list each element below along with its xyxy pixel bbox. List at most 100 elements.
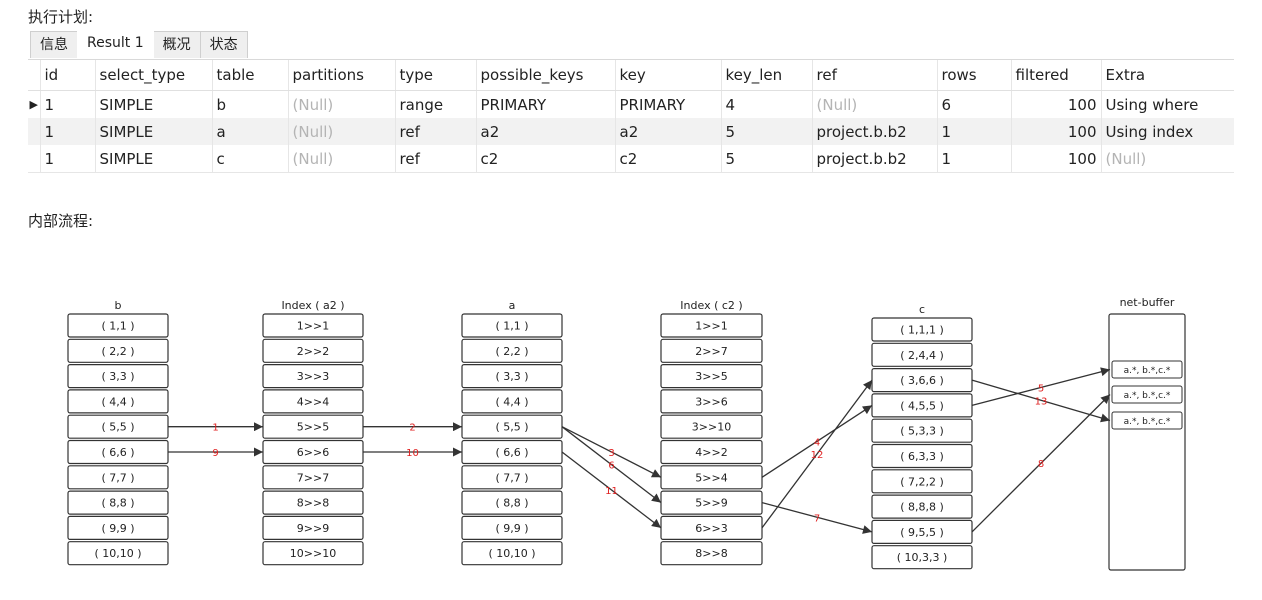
table-cell[interactable]: (Null) bbox=[1100, 145, 1234, 172]
table-cell[interactable]: (Null) bbox=[811, 90, 937, 118]
table-cell[interactable]: b bbox=[211, 90, 288, 118]
table-b-column: b( 1,1 )( 2,2 )( 3,3 )( 4,4 )( 5,5 )( 6,… bbox=[67, 299, 169, 566]
table-b-cell-text: ( 1,1 ) bbox=[101, 320, 134, 333]
table-row[interactable]: 1 SIMPLE a (Null) ref a2 a2 5 project.b.… bbox=[28, 118, 1234, 145]
index-c2-cell-text: 6>>3 bbox=[695, 522, 727, 535]
table-cell[interactable]: SIMPLE bbox=[94, 118, 212, 145]
table-cell[interactable]: (Null) bbox=[287, 90, 395, 118]
index-a2-cell-box bbox=[262, 313, 364, 338]
column-header-extra[interactable]: Extra bbox=[1100, 60, 1234, 91]
column-header-filtered[interactable]: filtered bbox=[1010, 60, 1101, 91]
index-c2-cell-text: 1>>1 bbox=[695, 320, 727, 333]
index-a2-cell-box bbox=[262, 541, 364, 566]
flow-step-label: 13 bbox=[1035, 396, 1048, 407]
column-header-partitions[interactable]: partitions bbox=[287, 60, 395, 91]
table-cell[interactable]: project.b.b2 bbox=[811, 118, 937, 145]
table-cell[interactable]: Using index bbox=[1100, 118, 1234, 145]
table-a-cell-text: ( 2,2 ) bbox=[495, 345, 528, 358]
table-cell[interactable]: a2 bbox=[614, 118, 721, 145]
flow-arrow: 1 bbox=[168, 422, 263, 434]
index-c2-column: Index ( c2 )1>>12>>73>>53>>63>>104>>25>>… bbox=[660, 299, 763, 566]
table-cell[interactable]: 100 bbox=[1010, 145, 1101, 172]
table-cell[interactable]: ref bbox=[394, 118, 476, 145]
index-a2-cell-text: 8>>8 bbox=[297, 497, 329, 510]
table-cell[interactable]: range bbox=[394, 90, 476, 118]
table-row[interactable]: ▶ 1 SIMPLE b (Null) range PRIMARY PRIMAR… bbox=[28, 90, 1234, 118]
flow-step-label: 6 bbox=[608, 461, 614, 472]
flow-step-label: 4 bbox=[814, 437, 820, 448]
table-cell[interactable]: 1 bbox=[39, 145, 95, 172]
tab-result-1[interactable]: Result 1 bbox=[77, 28, 154, 59]
table-cell[interactable]: 1 bbox=[39, 118, 95, 145]
table-cell[interactable]: 5 bbox=[720, 145, 812, 172]
table-a-title: a bbox=[509, 299, 516, 312]
flow-arrow: 12 bbox=[761, 379, 873, 529]
column-header-key-len[interactable]: key_len bbox=[720, 60, 812, 91]
index-c2-cell-text: 5>>4 bbox=[695, 471, 727, 484]
flow-arrow: 6 bbox=[561, 426, 662, 504]
table-cell[interactable]: 100 bbox=[1010, 118, 1101, 145]
flow-step-label: 7 bbox=[814, 513, 820, 524]
table-c-cell-text: ( 9,5,5 ) bbox=[900, 526, 944, 539]
table-cell[interactable]: (Null) bbox=[287, 118, 395, 145]
table-cell[interactable]: SIMPLE bbox=[94, 145, 212, 172]
column-header-type[interactable]: type bbox=[394, 60, 476, 91]
table-cell[interactable]: c bbox=[211, 145, 288, 172]
flow-step-label: 2 bbox=[409, 423, 415, 434]
index-c2-cell-text: 5>>9 bbox=[695, 497, 727, 510]
index-c2-cell-text: 3>>6 bbox=[695, 395, 727, 408]
column-header-table[interactable]: table bbox=[211, 60, 288, 91]
net-buffer-box bbox=[1108, 313, 1186, 571]
current-row-indicator-icon: ▶ bbox=[29, 98, 38, 111]
table-c-cell-box bbox=[871, 443, 973, 469]
column-header-select-type[interactable]: select_type bbox=[94, 60, 212, 91]
net-buffer-item-text: a.*, b.*,c.* bbox=[1124, 391, 1171, 401]
table-cell[interactable]: 100 bbox=[1010, 90, 1101, 118]
index-c2-cell-text: 2>>7 bbox=[695, 345, 727, 358]
table-cell[interactable]: 4 bbox=[720, 90, 812, 118]
table-c-cell-text: ( 5,3,3 ) bbox=[900, 425, 944, 438]
table-cell[interactable]: a bbox=[211, 118, 288, 145]
tab-profile[interactable]: 概况 bbox=[152, 31, 201, 58]
table-cell[interactable]: 1 bbox=[39, 90, 95, 118]
table-cell[interactable]: 1 bbox=[936, 145, 1011, 172]
tab-status[interactable]: 状态 bbox=[199, 31, 248, 58]
execution-plan-heading: 执行计划: bbox=[28, 8, 94, 26]
table-row[interactable]: 1 SIMPLE c (Null) ref c2 c2 5 project.b.… bbox=[28, 145, 1234, 172]
row-selector-header bbox=[28, 60, 40, 91]
table-cell[interactable]: SIMPLE bbox=[94, 90, 212, 118]
flow-step-label: 9 bbox=[212, 448, 218, 459]
table-cell[interactable]: a2 bbox=[475, 118, 615, 145]
table-cell[interactable]: 1 bbox=[936, 118, 1011, 145]
column-header-possible-keys[interactable]: possible_keys bbox=[475, 60, 615, 91]
table-cell[interactable]: Using where bbox=[1100, 90, 1234, 118]
table-cell[interactable]: project.b.b2 bbox=[811, 145, 937, 172]
tab-info[interactable]: 信息 bbox=[30, 31, 78, 58]
table-cell[interactable]: ref bbox=[394, 145, 476, 172]
column-header-ref[interactable]: ref bbox=[811, 60, 937, 91]
table-cell[interactable]: c2 bbox=[614, 145, 721, 172]
index-a2-cell-text: 9>>9 bbox=[297, 522, 329, 535]
column-header-rows[interactable]: rows bbox=[936, 60, 1011, 91]
index-c2-cell-text: 4>>2 bbox=[695, 446, 727, 459]
column-header-key[interactable]: key bbox=[614, 60, 721, 91]
table-a-cell-box bbox=[461, 389, 563, 414]
index-a2-title: Index ( a2 ) bbox=[281, 299, 344, 312]
table-cell[interactable]: (Null) bbox=[287, 145, 395, 172]
table-a-cell-box bbox=[461, 541, 563, 566]
index-a2-cell-text: 3>>3 bbox=[297, 370, 329, 383]
index-a2-cell-box bbox=[262, 389, 364, 414]
flow-step-label: 12 bbox=[811, 450, 824, 461]
flow-arrow-line bbox=[761, 379, 873, 529]
table-c-cell-box bbox=[871, 342, 973, 367]
table-cell[interactable]: 6 bbox=[936, 90, 1011, 118]
table-b-cell-text: ( 2,2 ) bbox=[101, 345, 134, 358]
flow-arrow: 9 bbox=[168, 447, 263, 459]
column-header-id[interactable]: id bbox=[39, 60, 95, 91]
table-cell[interactable]: PRIMARY bbox=[614, 90, 721, 118]
index-c2-cell-text: 3>>5 bbox=[695, 370, 727, 383]
table-cell[interactable]: 5 bbox=[720, 118, 812, 145]
table-cell[interactable]: PRIMARY bbox=[475, 90, 615, 118]
index-c2-title: Index ( c2 ) bbox=[680, 299, 742, 312]
table-cell[interactable]: c2 bbox=[475, 145, 615, 172]
